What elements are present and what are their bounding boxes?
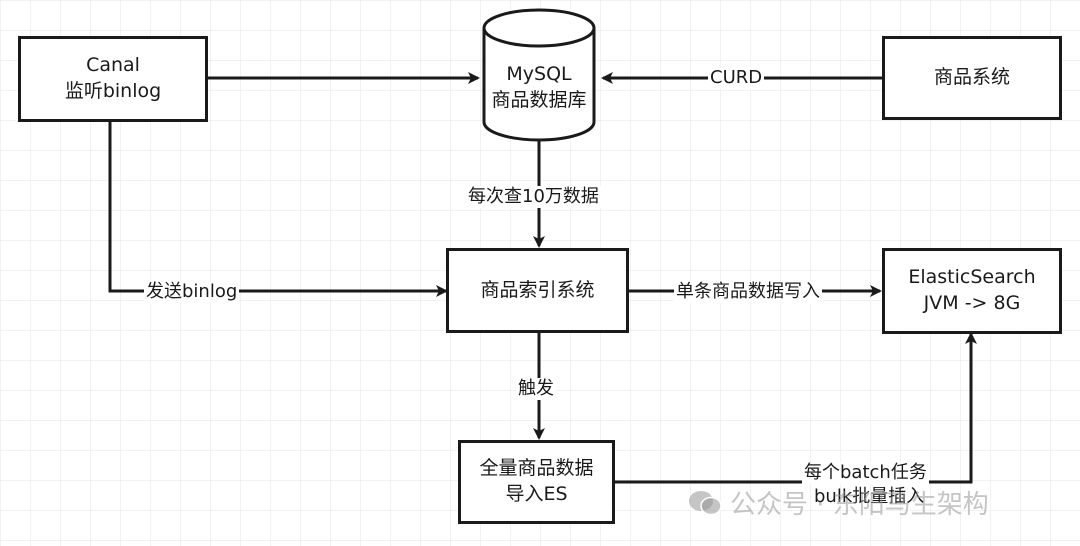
database-cylinder-icon: [482, 8, 596, 142]
node-index-system: 商品索引系统: [446, 248, 629, 333]
node-index-system-label: 商品索引系统: [480, 278, 595, 301]
node-full-import-line2: 导入ES: [505, 483, 568, 505]
node-mysql-line2: 商品数据库: [491, 88, 587, 111]
edge-label-curd: CURD: [708, 67, 765, 89]
edge-label-trigger: 触发: [516, 378, 556, 400]
wechat-icon: [689, 490, 722, 515]
node-canal-line2: 监听binlog: [64, 80, 162, 102]
edge-full-import-to-es: [615, 332, 977, 484]
edge-label-single-write: 单条商品数据写入: [674, 281, 822, 303]
node-canal-line1: Canal: [86, 54, 140, 77]
node-elasticsearch: ElasticSearch JVM -> 8G: [882, 248, 1062, 334]
node-elasticsearch-line1: ElasticSearch: [908, 266, 1036, 289]
node-mysql: MySQL 商品数据库: [480, 62, 598, 113]
node-elasticsearch-line2: JVM -> 8G: [923, 292, 1021, 314]
node-product-system-label: 商品系统: [933, 66, 1010, 89]
node-product-system: 商品系统: [882, 36, 1062, 120]
node-canal: Canal 监听binlog: [18, 36, 208, 122]
edge-label-bulk-insert: bulk批量插入: [814, 486, 925, 507]
watermark-text: 公众号 · 东阳马生架构: [730, 490, 989, 520]
node-full-import-line1: 全量商品数据: [479, 457, 594, 480]
edge-label-send-binlog: 发送binlog: [144, 281, 240, 303]
edge-canal-to-index: [108, 122, 448, 297]
edge-label-query-batch: 每次查10万数据: [466, 186, 601, 208]
watermark: 公众号 · 东阳马生架构: [688, 484, 989, 521]
node-full-import: 全量商品数据 导入ES: [458, 440, 615, 524]
node-mysql-line1: MySQL: [506, 63, 572, 85]
edge-label-batch-task: 每个batch任务: [802, 462, 929, 484]
